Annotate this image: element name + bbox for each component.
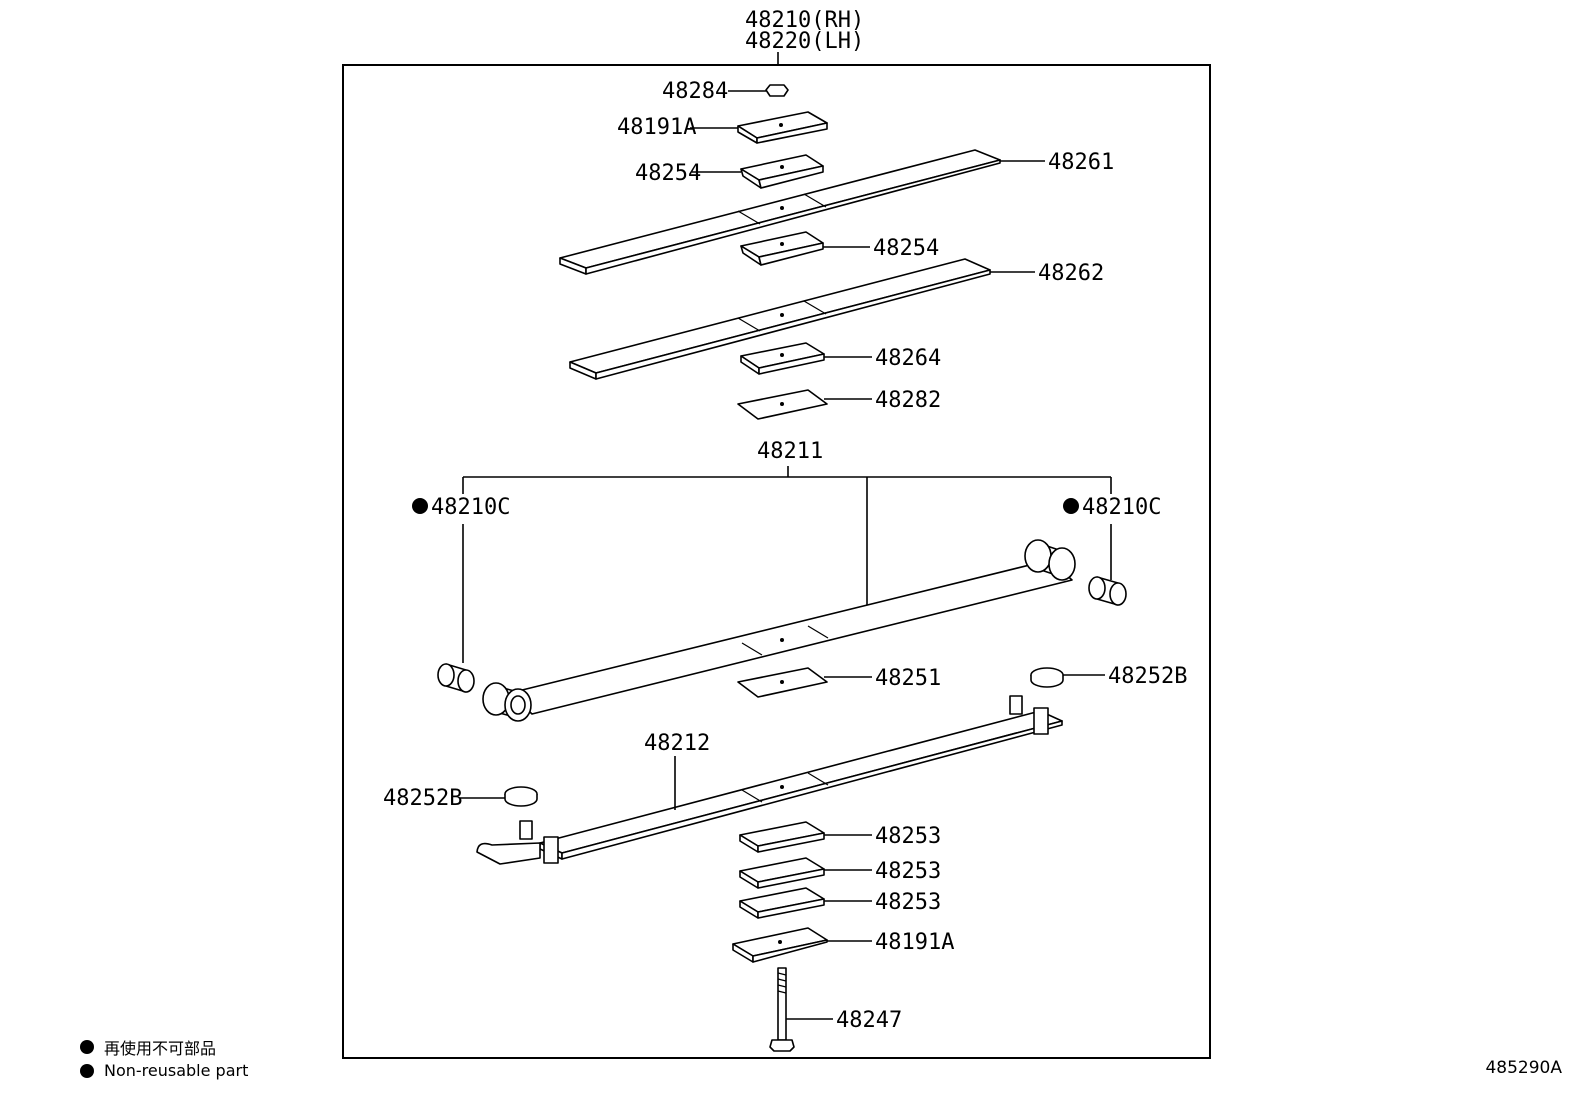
part-48264-plate[interactable] — [740, 342, 825, 375]
legend-non-reusable-en: Non-reusable part — [80, 1061, 248, 1080]
part-48252b-right-cap[interactable] — [1030, 667, 1064, 688]
label-48191a-bottom[interactable]: 48191A — [875, 930, 954, 955]
label-48284[interactable]: 48284 — [662, 79, 728, 104]
label-48282[interactable]: 48282 — [875, 388, 941, 413]
part-48253-spacer-2[interactable] — [739, 857, 825, 889]
label-48251[interactable]: 48251 — [875, 666, 941, 691]
label-48210c-left[interactable]: 48210C — [431, 495, 510, 520]
part-48210c-left-bushing[interactable] — [437, 663, 475, 693]
label-48247[interactable]: 48247 — [836, 1008, 902, 1033]
part-48282-pad[interactable] — [737, 389, 828, 420]
legend-en-text: Non-reusable part — [104, 1061, 249, 1080]
non-reusable-marker-left — [412, 498, 428, 514]
assembly-label-rh: 48210(RH) — [745, 8, 864, 33]
label-48253-1[interactable]: 48253 — [875, 824, 941, 849]
non-reusable-dot-icon — [80, 1063, 94, 1078]
label-48252b-right[interactable]: 48252B — [1108, 664, 1187, 689]
part-48210c-right-bushing[interactable] — [1088, 576, 1127, 606]
label-48254-top[interactable]: 48254 — [635, 161, 701, 186]
assembly-label-lh: 48220(LH) — [745, 29, 864, 54]
assembly-frame — [342, 64, 1211, 1059]
part-48212-overload-leaf[interactable] — [476, 695, 1063, 865]
label-48261[interactable]: 48261 — [1048, 150, 1114, 175]
part-48254-top-seat[interactable] — [740, 154, 824, 189]
part-48262-leaf[interactable] — [569, 258, 991, 380]
legend-non-reusable-jp: 再使用不可部品 — [80, 1035, 216, 1059]
part-48253-spacer-1[interactable] — [739, 821, 825, 853]
legend-jp-text: 再使用不可部品 — [104, 1039, 217, 1058]
non-reusable-marker-right — [1063, 498, 1079, 514]
label-48253-3[interactable]: 48253 — [875, 890, 941, 915]
label-48262[interactable]: 48262 — [1038, 261, 1104, 286]
part-48247-center-bolt[interactable] — [769, 967, 795, 1052]
part-48261-leaf[interactable] — [559, 149, 1001, 275]
label-48212[interactable]: 48212 — [644, 731, 710, 756]
part-48253-spacer-3[interactable] — [739, 887, 825, 919]
label-48211[interactable]: 48211 — [757, 439, 823, 464]
label-48252b-left[interactable]: 48252B — [383, 786, 462, 811]
non-reusable-dot-icon — [80, 1040, 94, 1054]
part-48254-mid-seat[interactable] — [740, 231, 824, 266]
label-48191a-top[interactable]: 48191A — [617, 115, 696, 140]
part-48251-pad[interactable] — [737, 667, 828, 698]
label-48254-mid[interactable]: 48254 — [873, 236, 939, 261]
diagram-id: 485290A — [1485, 1058, 1562, 1078]
label-48264[interactable]: 48264 — [875, 346, 941, 371]
part-48284-nut[interactable] — [765, 84, 789, 97]
part-48191a-top-plate[interactable] — [737, 111, 828, 144]
label-48253-2[interactable]: 48253 — [875, 859, 941, 884]
part-48191a-bottom-wedge[interactable] — [732, 927, 828, 963]
label-48210c-right[interactable]: 48210C — [1082, 495, 1161, 520]
part-48252b-left-cap[interactable] — [504, 786, 538, 807]
part-48211-main-leaf[interactable] — [482, 539, 1076, 722]
